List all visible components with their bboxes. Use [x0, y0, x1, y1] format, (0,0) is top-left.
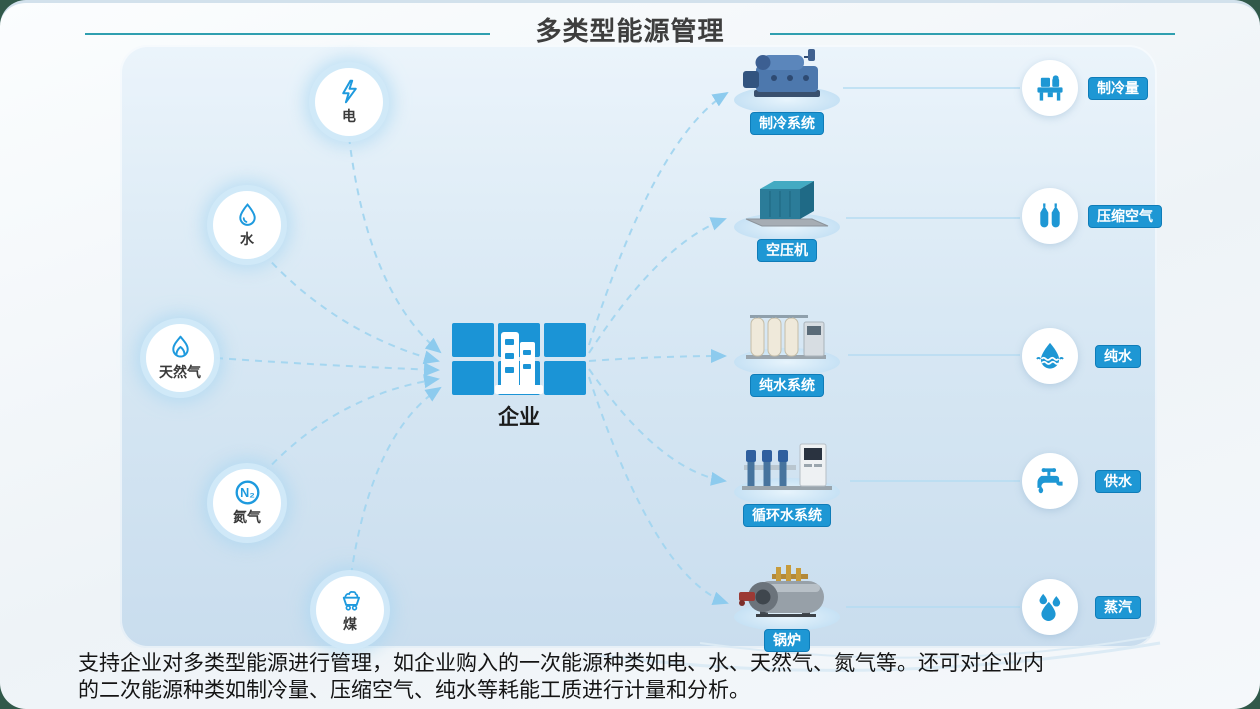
- circulating-water-machine: [742, 443, 832, 490]
- chiller-machine: [743, 49, 820, 97]
- pure-water-drop-icon: [1036, 342, 1064, 369]
- input-label: 电: [342, 108, 356, 124]
- input-label: 水: [240, 231, 254, 247]
- system-node-air-compressor: 空压机: [712, 175, 862, 267]
- cooling-unit-icon: [1037, 75, 1063, 101]
- output-node-pure-water: [1022, 328, 1078, 384]
- system-label-badge: 锅炉: [764, 629, 810, 652]
- title-rule-right: [770, 33, 1175, 35]
- enterprise-node: [452, 323, 586, 402]
- n2-circle-icon: N₂: [235, 480, 259, 505]
- system-node-circulating-water: 循环水系统: [712, 440, 862, 532]
- page-title: 多类型能源管理: [535, 16, 725, 46]
- gas-flame-icon: [171, 335, 189, 358]
- input-node-coal: 煤: [316, 576, 384, 644]
- output-node-cooling: [1022, 60, 1078, 116]
- output-label-badge: 蒸汽: [1095, 596, 1141, 619]
- title-rule-left: [85, 33, 490, 35]
- enterprise-label: 企业: [498, 406, 540, 429]
- description-line-1: 支持企业对多类型能源进行管理，如企业购入的一次能源种类如电、水、天然气、氮气等。…: [78, 652, 1044, 675]
- steam-drops-icon: [1039, 593, 1061, 621]
- input-label: 煤: [343, 616, 357, 632]
- enterprise-building-icon: [452, 323, 586, 395]
- n2-symbol: N₂: [240, 486, 255, 500]
- output-node-water-supply: [1022, 453, 1078, 509]
- coal-cart-icon: [342, 591, 360, 611]
- input-node-water: 水: [213, 191, 281, 259]
- system-label-badge: 空压机: [757, 239, 817, 262]
- input-label: 天然气: [159, 364, 201, 380]
- description-text: 支持企业对多类型能源进行管理，如企业购入的一次能源种类如电、水、天然气、氮气等。…: [78, 650, 1198, 704]
- system-node-boiler: 锅炉: [712, 565, 862, 657]
- water-drop-icon: [238, 203, 256, 226]
- boiler-machine: [739, 565, 824, 617]
- system-label-badge: 制冷系统: [750, 112, 824, 135]
- system-label-badge: 纯水系统: [750, 374, 824, 397]
- lightning-icon: [341, 79, 357, 104]
- output-node-compressed-air: [1022, 188, 1078, 244]
- input-node-nitrogen: N₂ 氮气: [213, 469, 281, 537]
- input-label: 氮气: [233, 509, 261, 525]
- air-cylinders-icon: [1040, 203, 1060, 228]
- output-label-badge: 纯水: [1095, 345, 1141, 368]
- pure-water-machine: [746, 315, 826, 359]
- output-node-steam: [1022, 579, 1078, 635]
- output-label-badge: 供水: [1095, 470, 1141, 493]
- description-line-2: 的二次能源种类如制冷量、压缩空气、纯水等耗能工质进行计量和分析。: [78, 679, 750, 702]
- input-node-electricity: 电: [315, 68, 383, 136]
- faucet-icon: [1037, 468, 1063, 494]
- system-node-pure-water: 纯水系统: [712, 310, 862, 402]
- input-node-natural-gas: 天然气: [146, 324, 214, 392]
- system-label-badge: 循环水系统: [743, 504, 831, 527]
- output-label-badge: 压缩空气: [1088, 205, 1162, 228]
- system-node-refrigeration: 制冷系统: [712, 48, 862, 140]
- air-compressor-machine: [745, 181, 829, 227]
- diagram-panel: [120, 45, 1157, 648]
- output-label-badge: 制冷量: [1088, 77, 1148, 100]
